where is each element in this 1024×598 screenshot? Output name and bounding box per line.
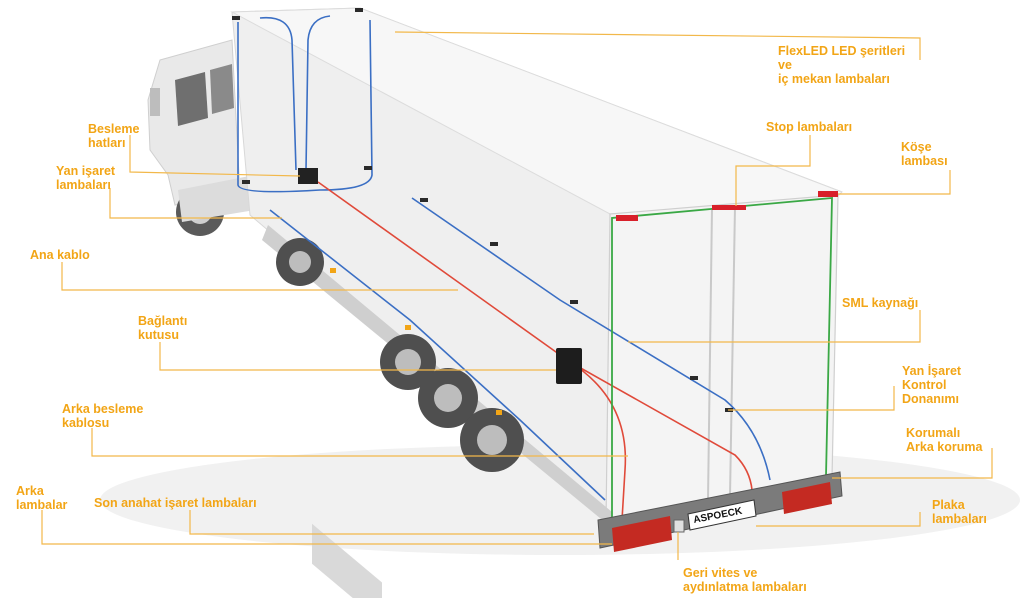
label-korumali-line2: Arka koruma: [906, 440, 983, 454]
trailer-rear-face: [605, 194, 839, 523]
label-flexled-line3: iç mekan lambaları: [778, 72, 890, 86]
label-arka-besleme: Arka besleme kablosu: [62, 402, 143, 430]
label-arka-lambalar-line1: Arka: [16, 484, 44, 498]
reverse-lamp: [673, 519, 685, 533]
label-flexled: FlexLED LED şeritleri ve iç mekan lambal…: [778, 44, 905, 86]
label-kose-line1: Köşe: [901, 140, 932, 154]
label-geri-vites-line1: Geri vites ve: [683, 566, 758, 580]
label-ana-kablo: Ana kablo: [30, 248, 90, 262]
corner-lamp-left: [616, 215, 638, 221]
trailer-roof: [230, 7, 843, 215]
label-besleme: Besleme hatları: [88, 122, 139, 150]
label-geri-vites: Geri vites ve aydınlatma lambaları: [683, 566, 807, 594]
label-son-anahat-line1: Son anahat işaret lambaları: [94, 496, 257, 510]
label-baglanti: Bağlantı kutusu: [138, 314, 187, 342]
label-korumali: Korumalı Arka koruma: [906, 426, 982, 454]
label-baglanti-line2: kutusu: [138, 328, 179, 342]
label-baglanti-line1: Bağlantı: [138, 314, 188, 328]
label-arka-lambalar: Arka lambalar: [16, 484, 67, 512]
rear-lamp-right: [782, 482, 832, 514]
label-yan-isaret: Yan işaret lambaları: [56, 164, 115, 192]
label-yan-kontrol-line3: Donanımı: [902, 392, 959, 406]
label-stop: Stop lambaları: [766, 120, 852, 134]
label-yan-kontrol: Yan İşaret Kontrol Donanımı: [902, 364, 961, 406]
label-yan-kontrol-line1: Yan İşaret: [902, 364, 962, 378]
stop-lamp: [712, 205, 746, 210]
connection-box-front: [298, 168, 318, 184]
label-korumali-line1: Korumalı: [906, 426, 961, 440]
label-kose: Köşe lambası: [901, 140, 948, 168]
label-son-anahat: Son anahat işaret lambaları: [94, 496, 257, 510]
rear-lamp-left: [612, 516, 672, 552]
feed-lines: [237, 15, 373, 193]
label-yan-isaret-line2: lambaları: [56, 178, 111, 192]
label-plaka-line1: Plaka: [932, 498, 965, 512]
label-arka-besleme-line2: kablosu: [62, 416, 110, 430]
door-seam-right: [729, 205, 736, 497]
label-yan-kontrol-line2: Kontrol: [902, 378, 947, 392]
label-sml-line1: SML kaynağı: [842, 296, 919, 310]
label-flexled-line1: FlexLED LED şeritleri: [778, 44, 906, 58]
amber-side-markers: [330, 268, 502, 415]
license-plate: [687, 499, 757, 531]
label-ana-kablo-line1: Ana kablo: [30, 248, 90, 262]
label-flexled-line2: ve: [778, 58, 792, 72]
label-arka-besleme-line1: Arka besleme: [62, 402, 144, 416]
connection-box: [556, 348, 582, 384]
label-stop-line1: Stop lambaları: [766, 120, 853, 134]
label-sml: SML kaynağı: [842, 296, 918, 310]
label-plaka: Plaka lambaları: [932, 498, 987, 526]
label-arka-lambalar-line2: lambalar: [16, 498, 68, 512]
label-besleme-line2: hatları: [88, 136, 126, 150]
corner-lamp: [818, 191, 838, 197]
label-kose-line2: lambası: [901, 154, 948, 168]
label-besleme-line1: Besleme: [88, 122, 140, 136]
rear-feed-cable: [411, 197, 771, 481]
label-plaka-line2: lambaları: [932, 512, 987, 526]
label-geri-vites-line2: aydınlatma lambaları: [683, 580, 807, 594]
label-yan-isaret-line1: Yan işaret: [56, 164, 116, 178]
door-seam-left: [707, 207, 713, 501]
leader-lines: [41, 31, 993, 560]
